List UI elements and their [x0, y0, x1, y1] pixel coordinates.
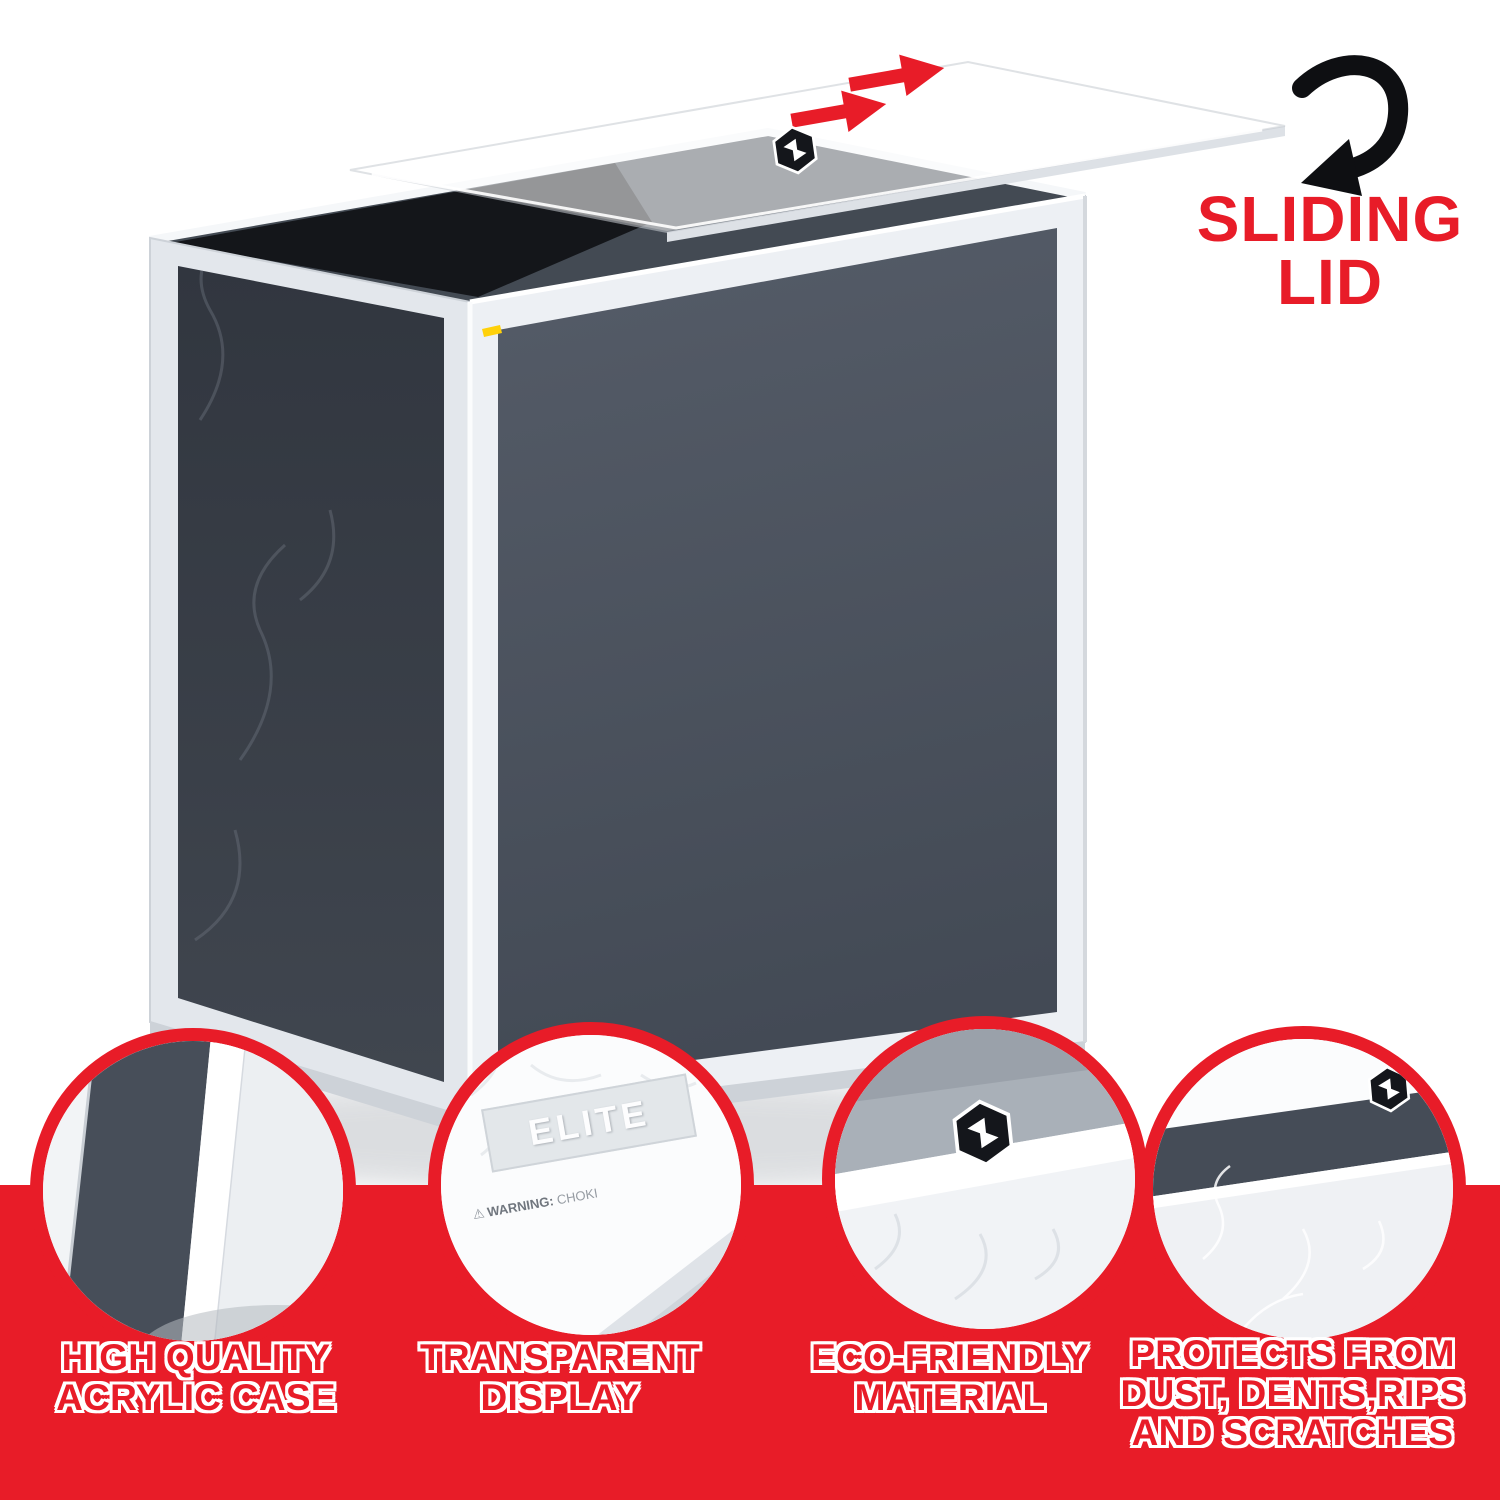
case-front-panel [498, 228, 1057, 1086]
detail-circle-protection [1140, 1026, 1466, 1352]
feature-label-eco-friendly: ECO-FRIENDLY MATERIAL [760, 1338, 1140, 1417]
sliding-lid-label-line1: SLIDING [1196, 183, 1464, 255]
feature-line: DUST, DENTS,RIPS [1120, 1372, 1465, 1414]
lid-top [349, 60, 1286, 234]
feature-label-transparent-display: TRANSPARENT DISPLAY [360, 1338, 760, 1417]
feature-line: ECO-FRIENDLY [811, 1337, 1089, 1378]
feature-label-acrylic-case: HIGH QUALITY ACRYLIC CASE [0, 1338, 392, 1417]
feature-line: PROTECTS FROM [1130, 1333, 1455, 1374]
protection-detail [1153, 1039, 1453, 1339]
case-base-edge [150, 1022, 1085, 1136]
case-left-panel [178, 266, 444, 1082]
sliding-lid [349, 54, 1286, 242]
curved-arrow-icon [1292, 55, 1409, 196]
transparent-display-detail [441, 1035, 741, 1335]
lid-front-edge [667, 126, 1285, 242]
warning-icon: ⚠ [471, 1205, 486, 1223]
feature-line: DISPLAY [480, 1376, 640, 1418]
feature-line: ACRYLIC CASE [56, 1376, 336, 1418]
lid-inner-rim [371, 69, 1263, 230]
detail-circle-transparent-display: ELITE ⚠WARNING: CHOKI [428, 1022, 754, 1348]
feature-label-protection: PROTECTS FROM DUST, DENTS,RIPS AND SCRAT… [1085, 1334, 1500, 1453]
sliding-lid-label: SLIDING LID [1148, 183, 1500, 318]
detail-circle-eco-material [822, 1016, 1148, 1342]
feature-line: HIGH QUALITY [61, 1337, 331, 1378]
acrylic-corner-detail [43, 1041, 343, 1341]
yellow-tab [482, 325, 502, 337]
feature-line: TRANSPARENT [419, 1337, 701, 1378]
detail-circle-acrylic-corner [30, 1028, 356, 1354]
feature-line: AND SCRATCHES [1131, 1412, 1454, 1454]
eco-material-detail [835, 1029, 1135, 1329]
sliding-lid-label-line2: LID [1276, 245, 1384, 318]
front-top-edge-highlight [469, 193, 1086, 305]
left-panel-graffiti-pattern [194, 266, 336, 942]
feature-line: MATERIAL [854, 1376, 1046, 1418]
slide-arrows-icon [790, 54, 945, 132]
elite-brand-text: ELITE [525, 1091, 653, 1154]
